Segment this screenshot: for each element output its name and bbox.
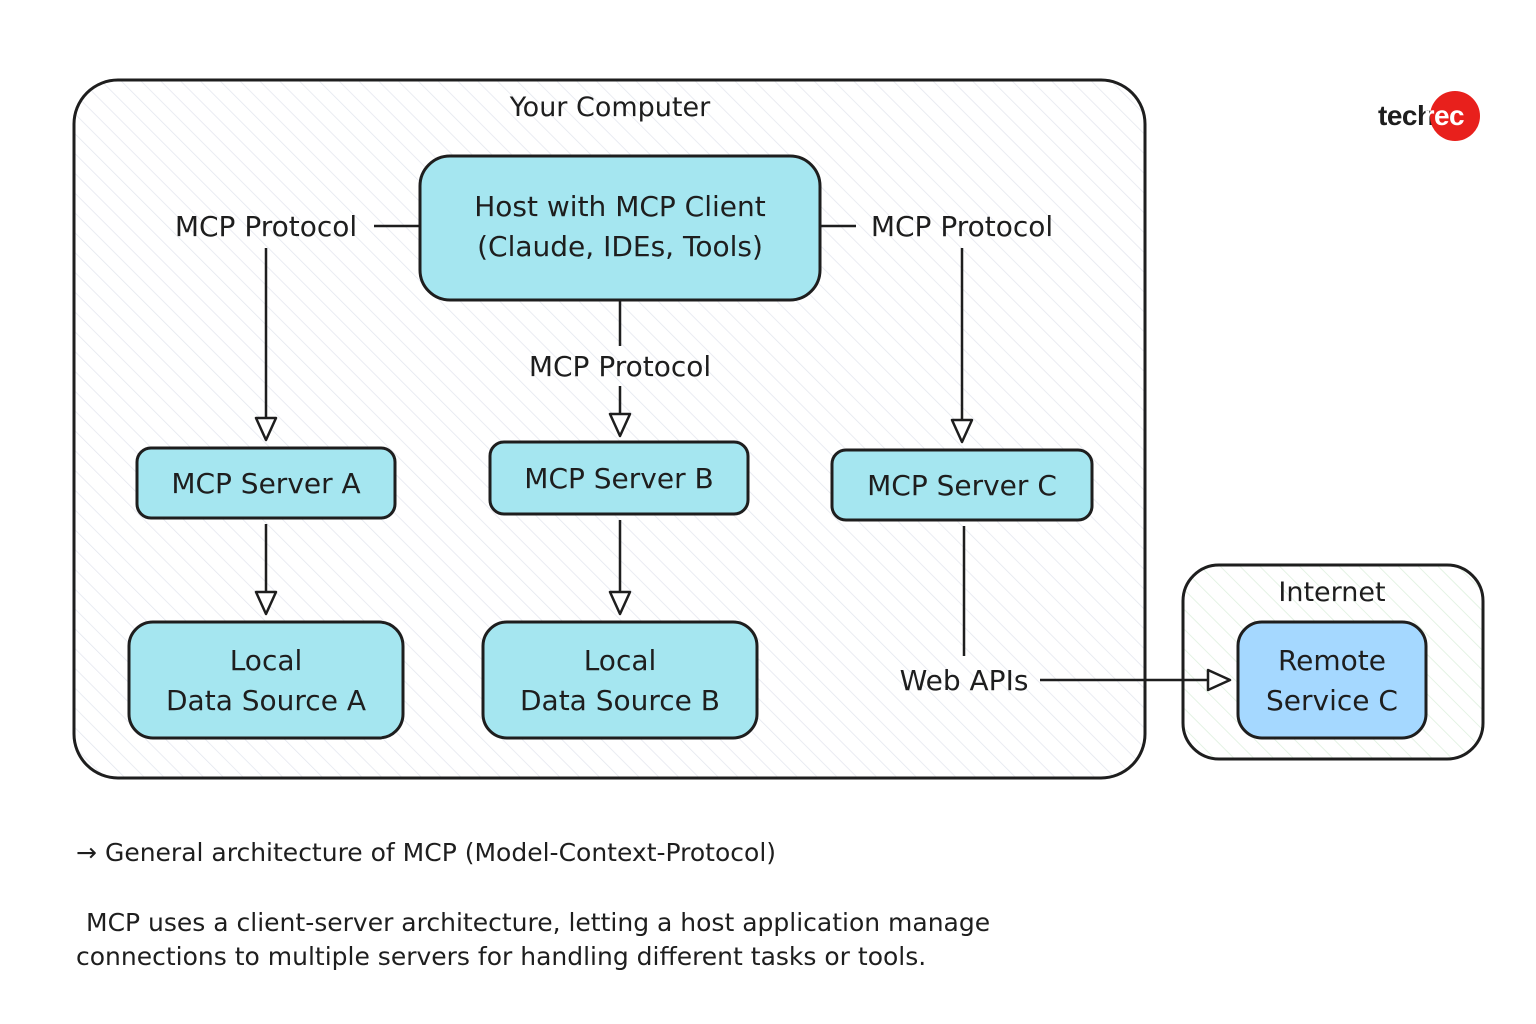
node-data-a-line-1: Local <box>230 644 303 677</box>
node-remote-line-2: Service C <box>1266 684 1398 717</box>
caption-arrow-icon: → <box>76 838 97 867</box>
node-host-line-1: Host with MCP Client <box>474 190 766 223</box>
caption-description: MCP uses a client-server architecture, l… <box>76 906 1076 974</box>
node-data-b-line-2: Data Source B <box>520 684 720 717</box>
group-internet-label: Internet <box>1278 577 1385 608</box>
arrowhead-server-b <box>608 412 632 438</box>
caption-title: →General architecture of MCP (Model-Cont… <box>76 838 1176 867</box>
node-data-b-line-1: Local <box>584 644 657 677</box>
caption-description-line-1: MCP uses a client-server architecture, l… <box>86 908 991 937</box>
node-host-line-2: (Claude, IDEs, Tools) <box>477 230 763 263</box>
arrowhead-server-a <box>254 416 278 442</box>
caption-description-line-2: connections to multiple servers for hand… <box>76 942 927 971</box>
logo-text-tech: tech <box>1378 100 1434 131</box>
node-local-data-source-a[interactable]: Local Data Source A <box>127 620 405 740</box>
node-mcp-server-c[interactable]: MCP Server C <box>830 448 1094 522</box>
caption-title-text: General architecture of MCP (Model-Conte… <box>104 838 777 867</box>
node-host-mcp-client[interactable]: Host with MCP Client (Claude, IDEs, Tool… <box>418 154 822 302</box>
node-server-a-label: MCP Server A <box>171 467 360 500</box>
techrec-logo: tech rec <box>1378 90 1480 142</box>
node-remote-line-1: Remote <box>1278 644 1386 677</box>
connectors <box>264 224 1212 682</box>
edge-label-protocol-center: MCP Protocol <box>529 350 711 383</box>
edge-label-web-apis: Web APIs <box>900 664 1029 697</box>
logo-red-circle: rec <box>1424 91 1480 141</box>
logo-text-rec: rec <box>1423 100 1465 131</box>
node-data-a-line-2: Data Source A <box>166 684 366 717</box>
arrowhead-data-a <box>254 590 278 616</box>
arrowhead-remote <box>1206 668 1232 692</box>
arrowhead-data-b <box>608 590 632 616</box>
group-your-computer-label: Your Computer <box>509 92 711 123</box>
node-remote-service-c[interactable]: Remote Service C <box>1236 620 1428 740</box>
node-local-data-source-b[interactable]: Local Data Source B <box>481 620 759 740</box>
arrowheads <box>254 412 1232 692</box>
edge-label-protocol-left: MCP Protocol <box>175 210 357 243</box>
node-mcp-server-b[interactable]: MCP Server B <box>488 440 750 516</box>
edge-label-protocol-right: MCP Protocol <box>871 210 1053 243</box>
arrowhead-server-c <box>950 418 974 444</box>
node-mcp-server-a[interactable]: MCP Server A <box>135 446 397 520</box>
node-server-b-label: MCP Server B <box>524 462 713 495</box>
node-server-c-label: MCP Server C <box>867 469 1057 502</box>
group-your-computer: Your Computer <box>72 78 1147 780</box>
